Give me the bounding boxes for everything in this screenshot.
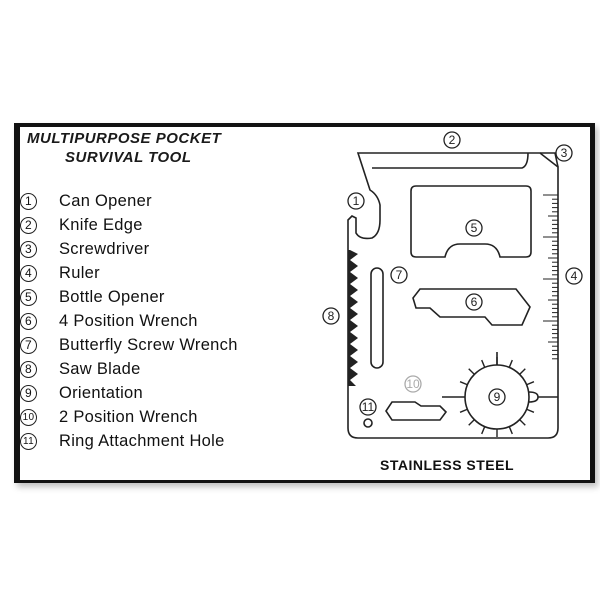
- callout-number: 10: [406, 377, 420, 391]
- number-badge: 2: [20, 216, 37, 234]
- list-item: 11 Ring Attachment Hole: [20, 429, 238, 453]
- dial-spike: [459, 381, 468, 386]
- material-label: STAINLESS STEEL: [380, 457, 515, 473]
- callout-3: 3: [555, 144, 573, 162]
- item-label: 4 Position Wrench: [59, 311, 198, 330]
- callout-2: 2: [443, 131, 461, 149]
- callout-11: 11: [359, 398, 377, 416]
- callout-6: 6: [465, 293, 483, 311]
- item-label: Ruler: [59, 263, 100, 282]
- number-badge: 8: [20, 360, 37, 378]
- callout-number: 2: [449, 133, 456, 147]
- ruler-ticks: [543, 194, 558, 360]
- dial-spike: [526, 408, 535, 413]
- dial-spike: [459, 408, 468, 413]
- dial-spike: [508, 426, 513, 435]
- list-item: 2 Knife Edge: [20, 213, 238, 237]
- number-badge: 11: [20, 432, 37, 450]
- dial-spike: [481, 426, 486, 435]
- dial-arrow: [442, 352, 558, 403]
- callout-7: 7: [390, 266, 408, 284]
- list-item: 1 Can Opener: [20, 189, 238, 213]
- callout-number: 8: [328, 309, 335, 323]
- list-item: 3 Screwdriver: [20, 237, 238, 261]
- card-outline: [347, 152, 559, 439]
- four-position-wrench: [412, 288, 531, 326]
- title-line-1: MULTIPURPOSE POCKET: [27, 130, 222, 147]
- dial-spike: [468, 419, 475, 426]
- number-badge: 6: [20, 312, 37, 330]
- number-badge: 4: [20, 264, 37, 282]
- item-label: Saw Blade: [59, 359, 141, 378]
- dial-spike: [519, 419, 526, 426]
- callout-number: 5: [471, 221, 478, 235]
- list-item: 6 4 Position Wrench: [20, 309, 238, 333]
- callout-1: 1: [347, 192, 365, 210]
- item-label: Butterfly Screw Wrench: [59, 335, 238, 354]
- dial-spike: [519, 368, 526, 375]
- number-badge: 5: [20, 288, 37, 306]
- number-badge: 1: [20, 192, 37, 210]
- diagram-frame: [14, 123, 595, 483]
- callout-number: 6: [471, 295, 478, 309]
- saw-blade: [348, 250, 358, 386]
- two-position-wrench: [385, 401, 448, 421]
- butterfly-wrench-slot: [370, 267, 384, 369]
- feature-list: 1 Can Opener 2 Knife Edge 3 Screwdriver 4 Ruler…: [20, 189, 238, 453]
- list-item: 5 Bottle Opener: [20, 285, 238, 309]
- callout-number: 4: [571, 269, 578, 283]
- item-label: 2 Position Wrench: [59, 407, 198, 426]
- item-label: Can Opener: [59, 191, 152, 210]
- callout-number: 9: [494, 390, 501, 404]
- dial-spike: [526, 381, 535, 386]
- dial-spike: [481, 359, 486, 368]
- item-label: Screwdriver: [59, 239, 150, 258]
- list-item: 7 Butterfly Screw Wrench: [20, 333, 238, 357]
- callout-number: 7: [396, 268, 403, 282]
- screwdriver: [540, 152, 559, 168]
- callout-5: 5: [465, 219, 483, 237]
- callout-number: 11: [362, 400, 375, 414]
- knife-edge: [372, 152, 529, 169]
- list-item: 4 Ruler: [20, 261, 238, 285]
- number-badge: 7: [20, 336, 37, 354]
- callout-4: 4: [565, 267, 583, 285]
- dial-spikes: [459, 357, 535, 437]
- item-label: Orientation: [59, 383, 144, 402]
- dial-spike: [508, 359, 513, 368]
- list-item: 8 Saw Blade: [20, 357, 238, 381]
- ring-hole: [363, 418, 373, 428]
- callout-number: 3: [561, 146, 568, 160]
- list-item: 9 Orientation: [20, 381, 238, 405]
- dial-spike: [468, 368, 475, 375]
- item-label: Knife Edge: [59, 215, 143, 234]
- list-item: 10 2 Position Wrench: [20, 405, 238, 429]
- callouts: 1 2 3 4 5 6 7 8 9 10 11: [322, 131, 583, 416]
- number-badge: 10: [20, 408, 37, 426]
- title-line-2: SURVIVAL TOOL: [65, 149, 192, 166]
- item-label: Bottle Opener: [59, 287, 165, 306]
- callout-8: 8: [322, 307, 340, 325]
- number-badge: 3: [20, 240, 37, 258]
- callout-10: 10: [404, 375, 422, 393]
- item-label: Ring Attachment Hole: [59, 431, 225, 450]
- bottle-opener: [410, 185, 532, 258]
- callout-number: 1: [353, 194, 360, 208]
- number-badge: 9: [20, 384, 37, 402]
- callout-9: 9: [488, 388, 506, 406]
